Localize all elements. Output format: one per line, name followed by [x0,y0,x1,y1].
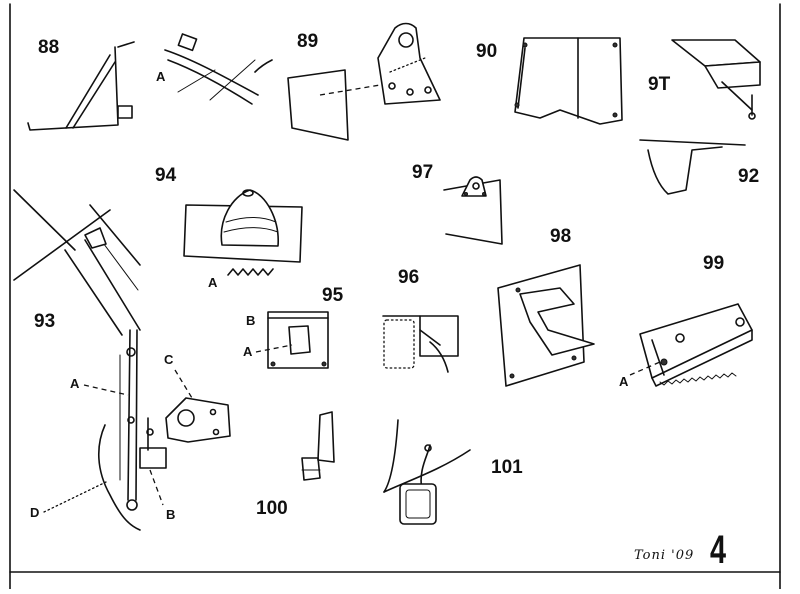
part-label-94: 94 [155,165,177,186]
part-label-98: 98 [550,226,572,247]
part-96-drawing [382,315,459,373]
page-frame [9,3,781,590]
artist-signature: Toni '09 [634,548,695,563]
part-89-drawing [287,22,441,141]
part-99-drawing [629,303,753,387]
part-label-93: 93 [34,311,56,332]
part-97-drawing [443,176,503,245]
part-90-drawing [514,37,623,125]
part-92-drawing [639,139,746,195]
part-label-99: 99 [703,253,725,274]
part-95-drawing [255,311,329,369]
part-98-drawing [497,264,595,387]
part-label-97: 97 [412,162,434,183]
part-label-92: 92 [738,166,760,187]
part-label-96: 96 [398,267,420,288]
part-label-101: 101 [491,457,523,478]
part-label-100: 100 [256,498,288,519]
part-label-90: 90 [476,41,498,62]
callout-88-a: A [156,69,166,84]
callout-93-c: C [164,352,174,367]
part-94-drawing [183,189,303,276]
part-label-89: 89 [297,31,319,52]
callout-95-a: A [243,344,253,359]
part-label-95: 95 [322,285,344,306]
callout-94-a: A [208,275,218,290]
part-101-drawing [383,419,471,525]
part-91-drawing [671,39,761,120]
callout-99-a: A [619,374,629,389]
callout-95-b: B [246,313,256,328]
part-label-91: 9T [648,74,671,95]
callout-93-d: D [30,505,40,520]
part-label-88: 88 [38,37,60,58]
part-93-drawing [13,189,231,531]
part-88-drawing [27,33,273,131]
callout-93-a: A [70,376,80,391]
callout-93-b: B [166,507,176,522]
page-number: 4 [710,528,727,572]
part-100-drawing [301,411,335,481]
